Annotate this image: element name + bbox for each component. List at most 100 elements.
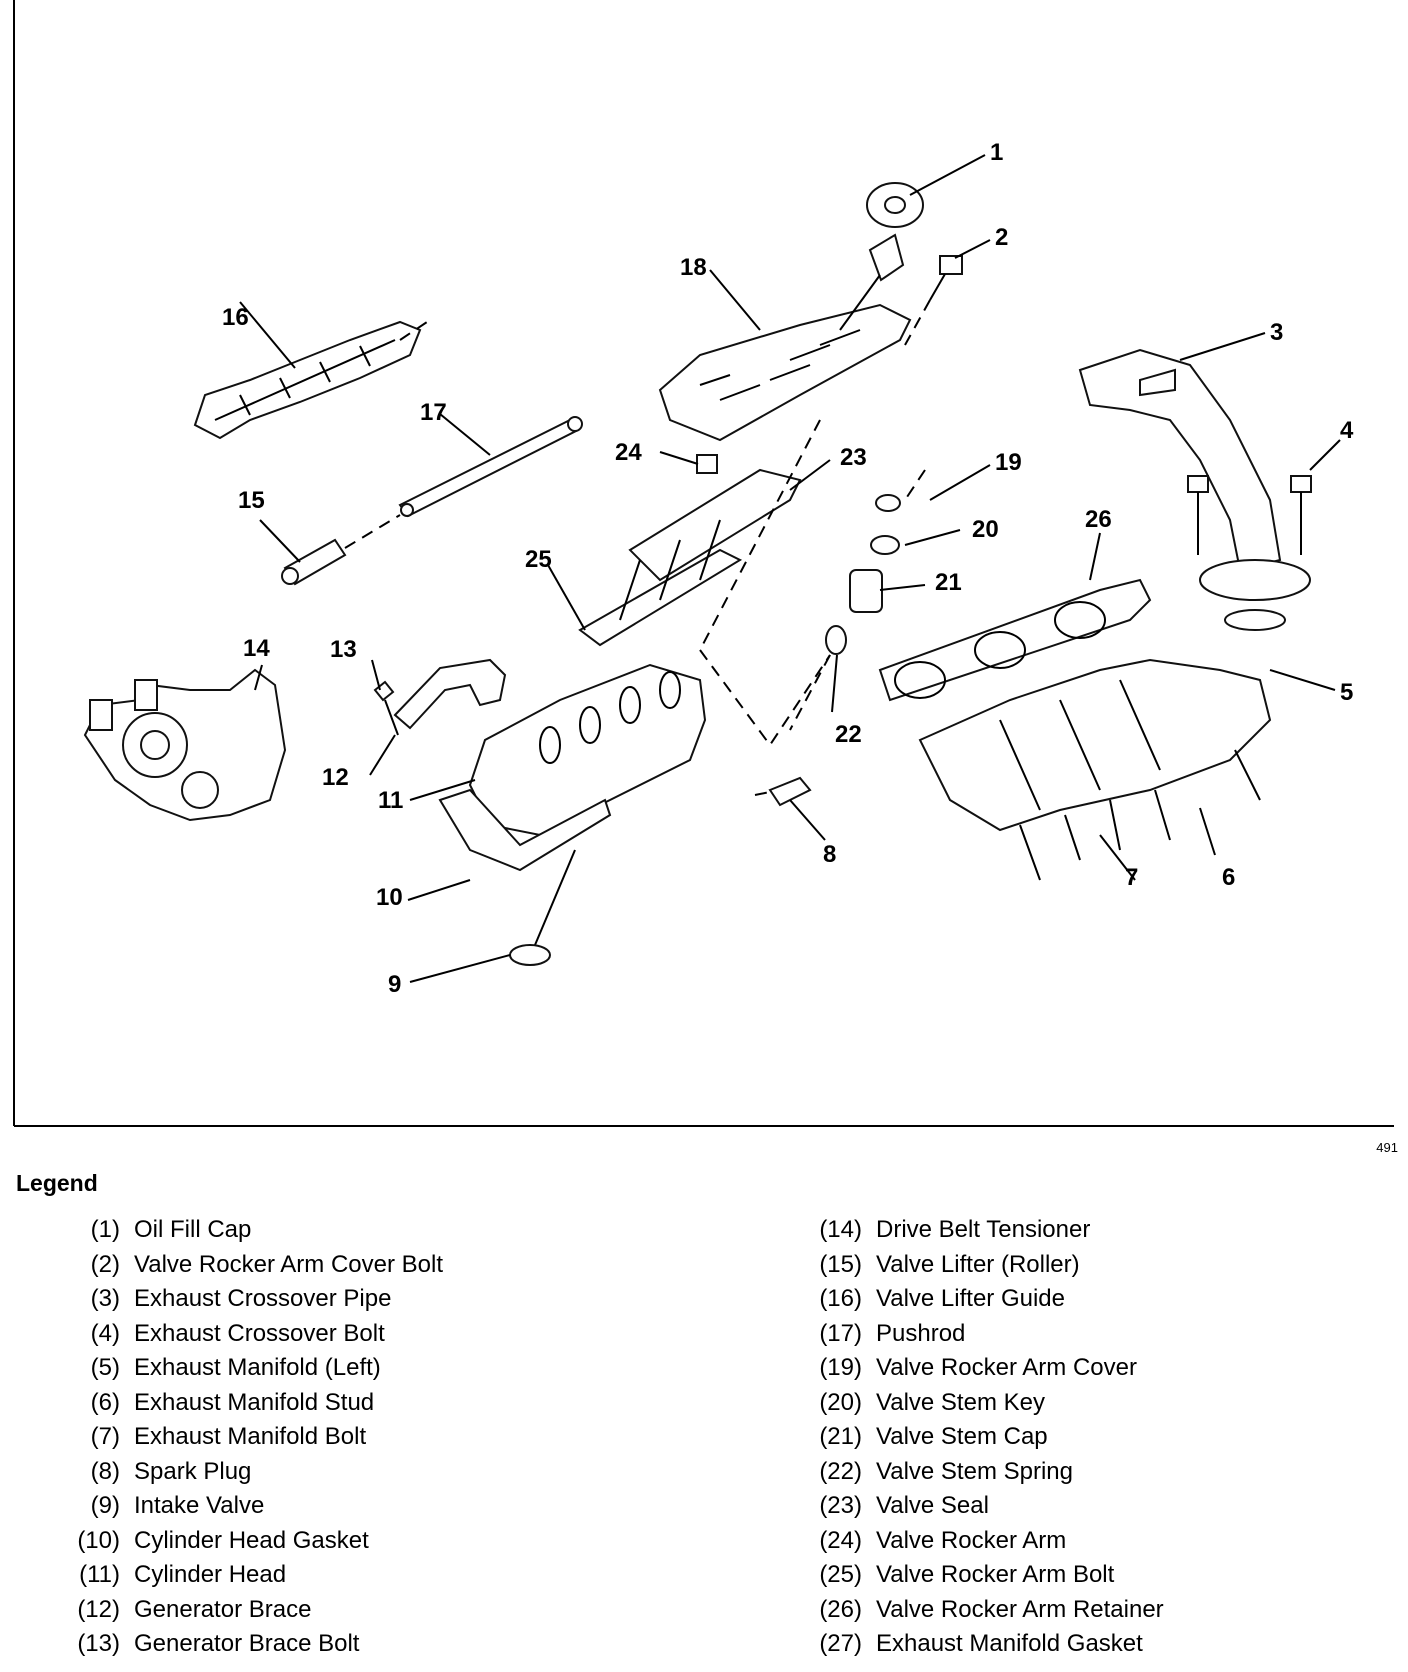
callout-2: 2 — [995, 224, 1008, 251]
oil-fill-cap-part — [839, 182, 924, 331]
callout-17: 17 — [420, 399, 447, 426]
crossover-bolt-part — [1187, 475, 1312, 555]
legend-item-number: (4) — [90, 1319, 120, 1347]
callout-26: 26 — [1085, 506, 1112, 533]
legend-item-label: Valve Rocker Arm Cover — [876, 1354, 1137, 1381]
figure-number: 491 — [1376, 1140, 1398, 1155]
legend-item-number: (12) — [77, 1595, 120, 1623]
legend-item-label: Valve Lifter Guide — [876, 1285, 1065, 1312]
legend-item-number: (10) — [77, 1526, 120, 1554]
callout-24: 24 — [615, 439, 642, 466]
legend-item-label: Valve Rocker Arm Cover Bolt — [134, 1250, 443, 1278]
callout-15: 15 — [238, 487, 265, 514]
legend-item: (17) Pushrod — [790, 1320, 1164, 1355]
legend-item: (27) Exhaust Manifold Gasket — [790, 1630, 1164, 1665]
callout-25: 25 — [525, 546, 552, 573]
callout-4: 4 — [1340, 417, 1354, 444]
legend-item-label: Intake Valve — [134, 1492, 265, 1519]
cover-bolt-part — [904, 255, 963, 346]
legend-item-label: Drive Belt Tensioner — [876, 1216, 1091, 1243]
legend-item-label: Valve Stem Spring — [876, 1457, 1073, 1485]
callout-23: 23 — [840, 444, 867, 471]
spark-plug-part — [754, 776, 812, 807]
pushrod-part — [398, 416, 583, 518]
legend-item: (24) Valve Rocker Arm — [790, 1527, 1164, 1562]
legend-item: (20) Valve Stem Key — [790, 1389, 1164, 1424]
callout-10: 10 — [376, 884, 403, 911]
legend-item: (11)Cylinder Head — [58, 1561, 443, 1596]
legend-item-label: Exhaust Manifold (Left) — [134, 1354, 381, 1381]
legend-item: (26) Valve Rocker Arm Retainer — [790, 1595, 1164, 1631]
legend-item-number: (17) — [819, 1319, 862, 1347]
callout-12: 12 — [322, 764, 349, 791]
legend-item: (25)Valve Rocker Arm Bolt — [790, 1561, 1164, 1596]
legend-item: (6)Exhaust Manifold Stud — [58, 1389, 443, 1424]
legend-item: (7) Exhaust Manifold Bolt — [58, 1423, 443, 1458]
valve-train-stack-part — [699, 469, 926, 747]
legend-item-number: (15) — [819, 1250, 862, 1278]
legend-item-number: (21) — [819, 1423, 862, 1450]
legend-item: (9) Intake Valve — [58, 1492, 443, 1527]
legend-item-label: Pushrod — [876, 1319, 966, 1347]
legend-item-label: Valve Lifter (Roller) — [876, 1250, 1080, 1278]
legend-item-label: Valve Stem Cap — [876, 1423, 1048, 1450]
callout-22: 22 — [835, 721, 862, 748]
legend-item-number: (14) — [819, 1216, 862, 1243]
legend-item: (22) Valve Stem Spring — [790, 1458, 1164, 1493]
legend-item-label: Generator Brace Bolt — [134, 1630, 360, 1657]
callout-7: 7 — [1125, 864, 1138, 891]
legend-item-number: (27) — [819, 1630, 862, 1657]
legend-right-column: (14) Drive Belt Tensioner (15) Valve Lifte… — [790, 1216, 1164, 1665]
legend-item-number: (8) — [90, 1457, 120, 1485]
legend-item-number: (13) — [77, 1630, 120, 1657]
legend-item: (2) Valve Rocker Arm Cover Bolt — [58, 1251, 443, 1286]
legend-item: (5)Exhaust Manifold (Left) — [58, 1354, 443, 1389]
legend-item: (12)Generator Brace — [58, 1596, 443, 1631]
legend-item: (16) Valve Lifter Guide — [790, 1285, 1164, 1320]
callout-21: 21 — [935, 569, 962, 596]
callout-19: 19 — [995, 449, 1022, 476]
cylinder-head-part — [438, 663, 707, 872]
legend-item: (21) Valve Stem Cap — [790, 1423, 1164, 1458]
legend-item-number: (16) — [819, 1285, 862, 1312]
legend-left-column: (1)Oil Fill Cap (2)Valve Rocker Arm Cove… — [58, 1216, 443, 1665]
legend-item-number: (22) — [819, 1457, 862, 1485]
callout-6: 6 — [1222, 864, 1235, 891]
callout-14: 14 — [243, 635, 270, 662]
legend-item-label: Valve Rocker Arm Retainer — [876, 1595, 1164, 1623]
legend-item-label: Exhaust Manifold Gasket — [876, 1630, 1143, 1657]
legend-item-label: Exhaust Crossover Bolt — [134, 1319, 385, 1347]
generator-brace-part — [373, 658, 507, 736]
legend-item-label: Valve Seal — [876, 1492, 989, 1519]
rocker-arm-assembly-part — [578, 419, 821, 651]
legend-item-label: Cylinder Head — [134, 1561, 287, 1588]
legend-item-number: (20) — [819, 1388, 862, 1416]
callout-18: 18 — [680, 254, 707, 281]
exhaust-manifold-gasket-part — [878, 578, 1152, 702]
legend-item: (8) Spark Plug — [58, 1458, 443, 1493]
legend-item-number: (6) — [90, 1388, 120, 1416]
legend-item-number: (9) — [90, 1492, 120, 1519]
legend-item-label: Exhaust Manifold Bolt — [134, 1423, 367, 1450]
legend-item-label: Valve Stem Key — [876, 1388, 1045, 1416]
legend-item: (3)Exhaust Crossover Pipe — [58, 1285, 443, 1320]
legend-item-label: Exhaust Crossover Pipe — [134, 1285, 392, 1312]
legend-item-number: (7) — [90, 1423, 120, 1450]
valve-lifter-guide-part — [193, 319, 431, 440]
legend-item-label: Valve Rocker Arm — [876, 1526, 1067, 1554]
callout-5: 5 — [1340, 679, 1353, 706]
legend-item-number: (26) — [819, 1595, 862, 1623]
rocker-arm-cover-part — [658, 303, 912, 442]
legend-item: (13) Generator Brace Bolt — [58, 1630, 443, 1665]
callout-20: 20 — [972, 516, 999, 543]
legend-item-number: (2) — [90, 1250, 120, 1278]
legend-item-label: Oil Fill Cap — [134, 1216, 252, 1243]
legend-item-number: (19) — [819, 1354, 862, 1381]
legend-item-number: (24) — [819, 1526, 862, 1554]
callout-16: 16 — [222, 304, 249, 331]
callout-1: 1 — [990, 139, 1003, 166]
legend-item-label: Spark Plug — [134, 1457, 252, 1485]
exploded-view-drawing: 1 2 3 4 5 6 7 8 9 10 11 12 13 14 15 16 1… — [13, 0, 1394, 1127]
callout-9: 9 — [388, 971, 401, 998]
legend-item-label: Cylinder Head Gasket — [134, 1526, 369, 1554]
